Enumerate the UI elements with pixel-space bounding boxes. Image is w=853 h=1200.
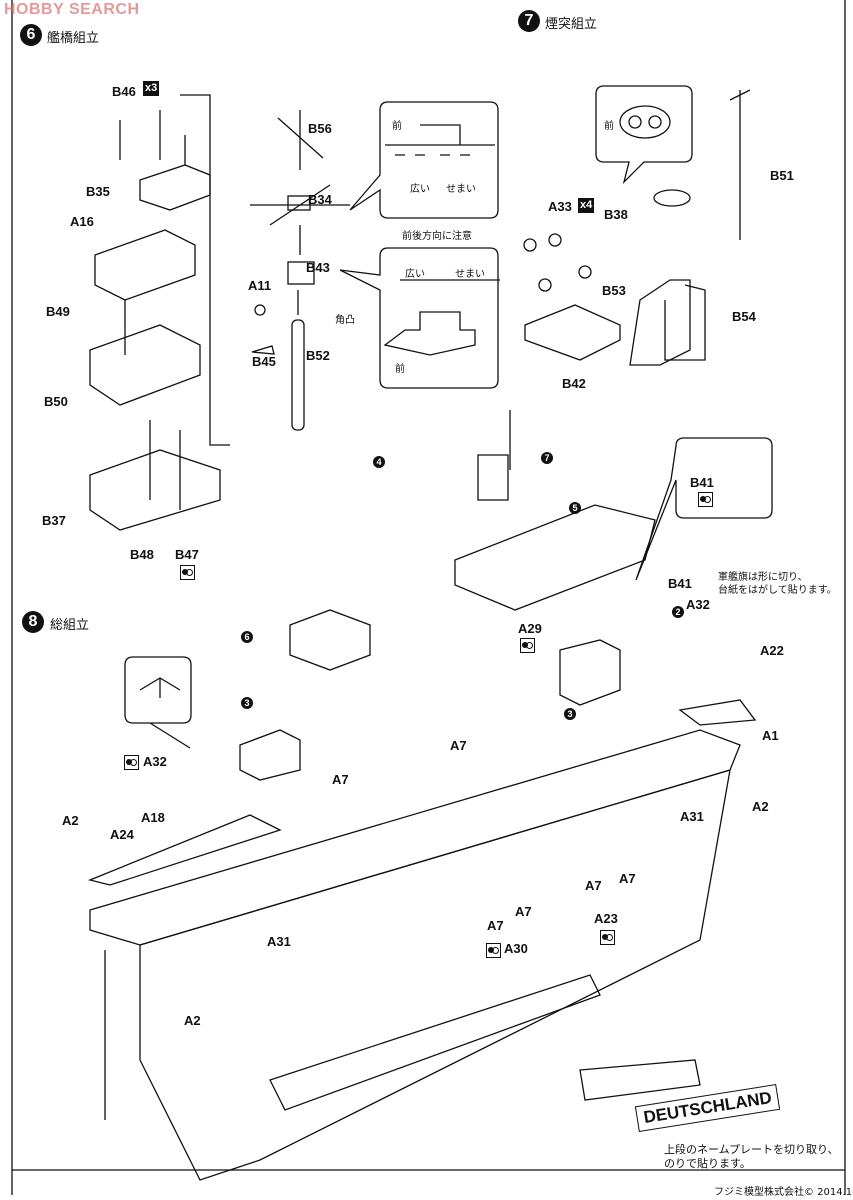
part-label-B48: B48 <box>130 547 154 562</box>
bridge-parts <box>89 94 230 531</box>
paint-icon <box>124 755 139 770</box>
step-marker-6: 6 <box>241 631 253 643</box>
part-label-B56: B56 <box>308 121 332 136</box>
part-label-A29: A29 <box>518 621 542 636</box>
callout-narrow-2: せまい <box>455 269 485 280</box>
part-label-A11: A11 <box>248 278 272 293</box>
part-label-A32: A32 <box>686 597 710 612</box>
part-label-A7: A7 <box>450 738 467 753</box>
step-marker-2: 2 <box>672 606 684 618</box>
part-label-A7: A7 <box>619 871 636 886</box>
part-label-A31: A31 <box>680 809 704 824</box>
part-label-A2-left: A2 <box>62 813 79 828</box>
callout-front-3: 前 <box>604 121 614 132</box>
ship-hull <box>87 410 757 1181</box>
step-marker-3: 3 <box>241 697 253 709</box>
part-label-B41: B41 <box>668 576 692 591</box>
part-label-B50: B50 <box>44 394 68 409</box>
footer-copyright: フジミ模型株式会社© 2014.10 <box>714 1187 853 1198</box>
part-label-A7: A7 <box>515 904 532 919</box>
part-label-A7: A7 <box>487 918 504 933</box>
part-label-A7: A7 <box>585 878 602 893</box>
callout-shapes <box>124 85 773 749</box>
paint-icon <box>698 492 713 507</box>
part-label-A22: A22 <box>760 643 784 658</box>
part-label-B46: B46 <box>112 84 136 99</box>
paint-icon <box>180 565 195 580</box>
step-marker-7: 7 <box>541 452 553 464</box>
part-label-A18: A18 <box>141 810 165 825</box>
part-label-B47: B47 <box>175 547 199 562</box>
watermark-logo: HOBBY SEARCH <box>4 1 140 18</box>
part-label-B34: B34 <box>308 192 332 207</box>
part-label-B38: B38 <box>604 207 628 222</box>
part-label-A2: A2 <box>752 799 769 814</box>
step-8-title: 総組立 <box>50 618 90 633</box>
step-marker-5: 5 <box>569 502 581 514</box>
part-label-B51: B51 <box>770 168 794 183</box>
step-marker-4: 4 <box>373 456 385 468</box>
flag-note-line-1: 軍艦旗は形に切り、 <box>718 572 808 583</box>
step-6-title: 艦橋組立 <box>47 31 100 46</box>
part-label-A33: A33 <box>548 199 572 214</box>
funnel-parts <box>523 89 751 366</box>
part-label-A16: A16 <box>70 214 94 229</box>
part-label-A31-left: A31 <box>267 934 291 949</box>
step-marker-3: 3 <box>564 708 576 720</box>
callout-narrow: せまい <box>446 184 476 195</box>
part-label-B49: B49 <box>46 304 70 319</box>
part-label-B54: B54 <box>732 309 756 324</box>
part-label-B42: B42 <box>562 376 586 391</box>
part-label-A2-bottom: A2 <box>184 1013 201 1028</box>
part-label-B35: B35 <box>86 184 110 199</box>
part-label-A23: A23 <box>594 911 618 926</box>
callout-front: 前 <box>392 121 402 132</box>
part-label-B52: B52 <box>306 348 330 363</box>
step-6-number: 6 <box>20 24 42 46</box>
part-label-B43: B43 <box>306 260 330 275</box>
part-label-B41-detail: B41 <box>690 475 714 490</box>
part-label-A1: A1 <box>762 728 779 743</box>
callout-wide-2: 広い <box>405 269 425 280</box>
step-7-title: 煙突組立 <box>545 17 598 32</box>
part-label-A32-left: A32 <box>143 754 167 769</box>
callout-wide: 広い <box>410 184 430 195</box>
flag-note-line-2: 台紙をはがして貼ります。 <box>718 585 837 596</box>
part-label-B53: B53 <box>602 283 626 298</box>
part-label-A7: A7 <box>332 772 349 787</box>
paint-icon <box>520 638 535 653</box>
part-label-B37: B37 <box>42 513 66 528</box>
step-8-number: 8 <box>22 611 44 633</box>
quantity-badge: x3 <box>143 81 160 96</box>
step-7-number: 7 <box>518 10 540 32</box>
callout-front-2: 前 <box>395 364 405 375</box>
part-label-B45: B45 <box>252 354 276 369</box>
orientation-note: 前後方向に注意 <box>402 231 472 242</box>
page-border <box>11 0 846 1195</box>
nameplate-note-line-2: のりで貼ります。 <box>664 1157 751 1170</box>
part-label-A30: A30 <box>504 941 528 956</box>
mast-parts <box>250 110 350 431</box>
paint-icon <box>486 943 501 958</box>
part-label-A24: A24 <box>110 827 134 842</box>
quantity-badge: x4 <box>578 198 595 213</box>
boss-note: 角凸 <box>335 315 355 326</box>
nameplate-note-line-1: 上段のネームプレートを切り取り、 <box>664 1143 839 1156</box>
paint-icon <box>600 930 615 945</box>
